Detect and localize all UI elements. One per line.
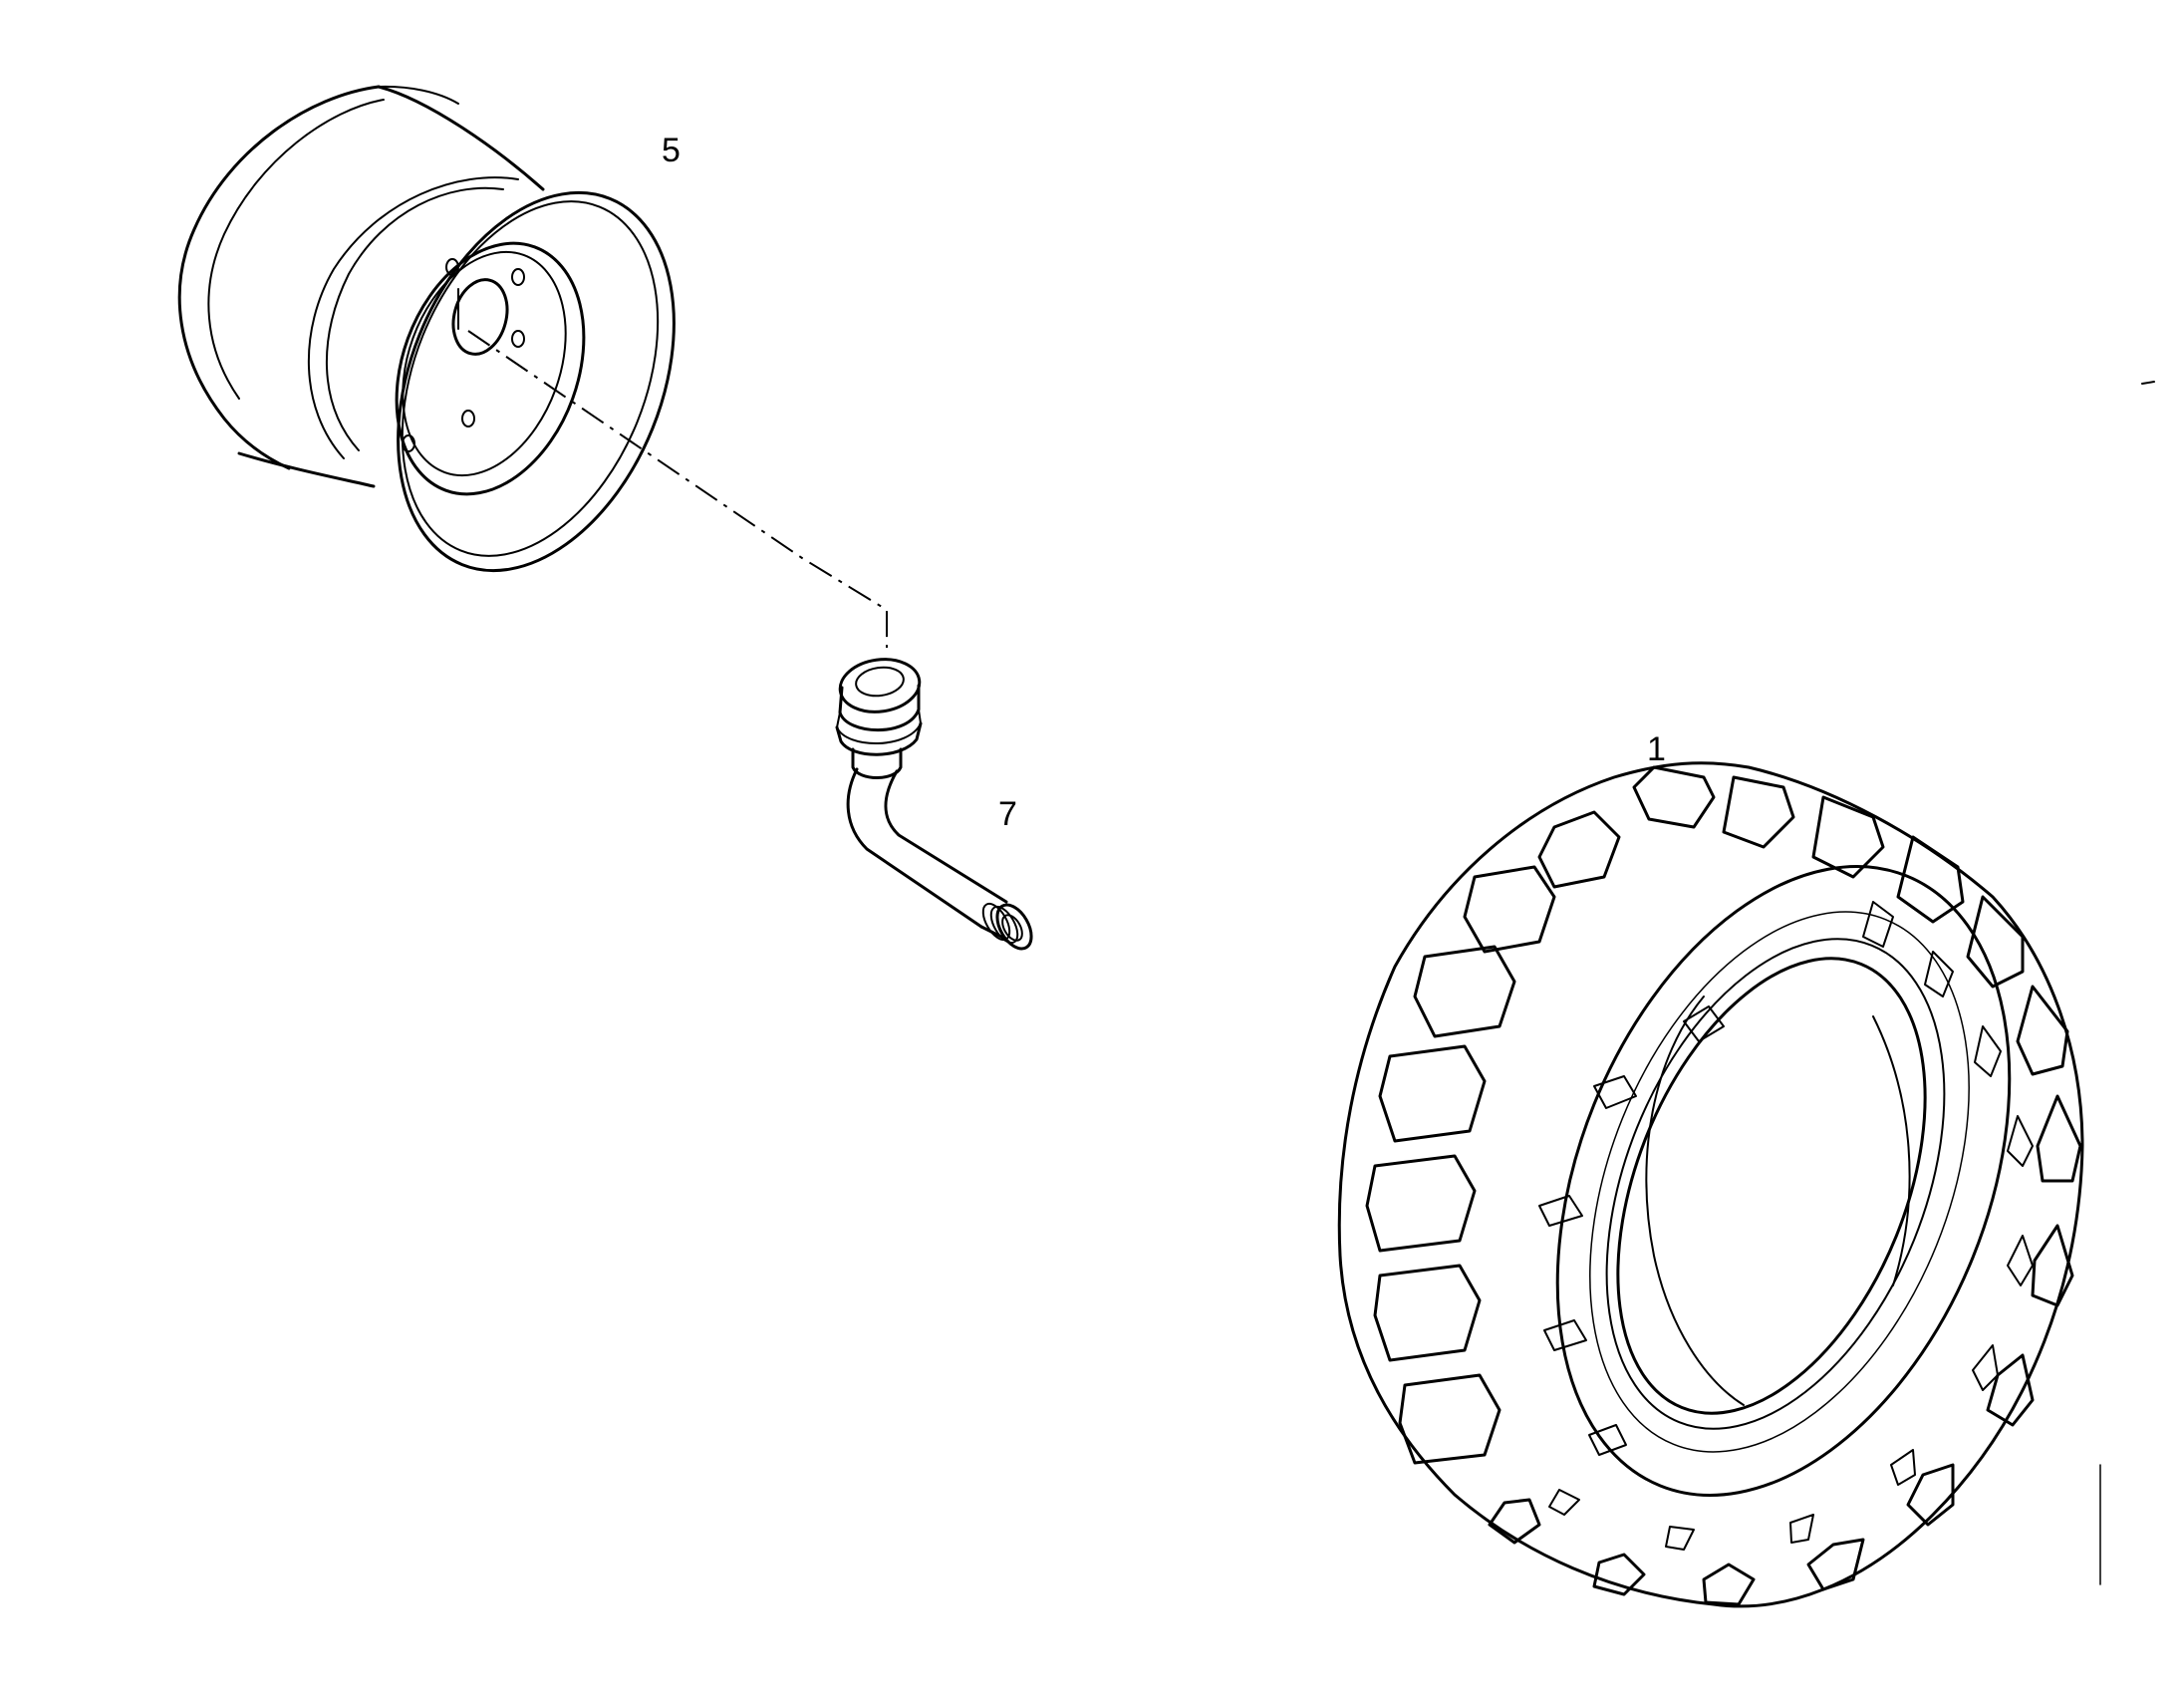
callout-tire-label: 1 bbox=[1647, 730, 1666, 768]
tread-lugs bbox=[1365, 765, 2082, 1606]
tire-valve bbox=[835, 658, 1033, 951]
tractor-tire bbox=[1337, 761, 2084, 1608]
callout-rim-label: 5 bbox=[662, 132, 681, 169]
alignment-line bbox=[467, 330, 888, 648]
wheel-rim bbox=[177, 85, 676, 573]
callout-valve-label: 7 bbox=[998, 795, 1017, 833]
